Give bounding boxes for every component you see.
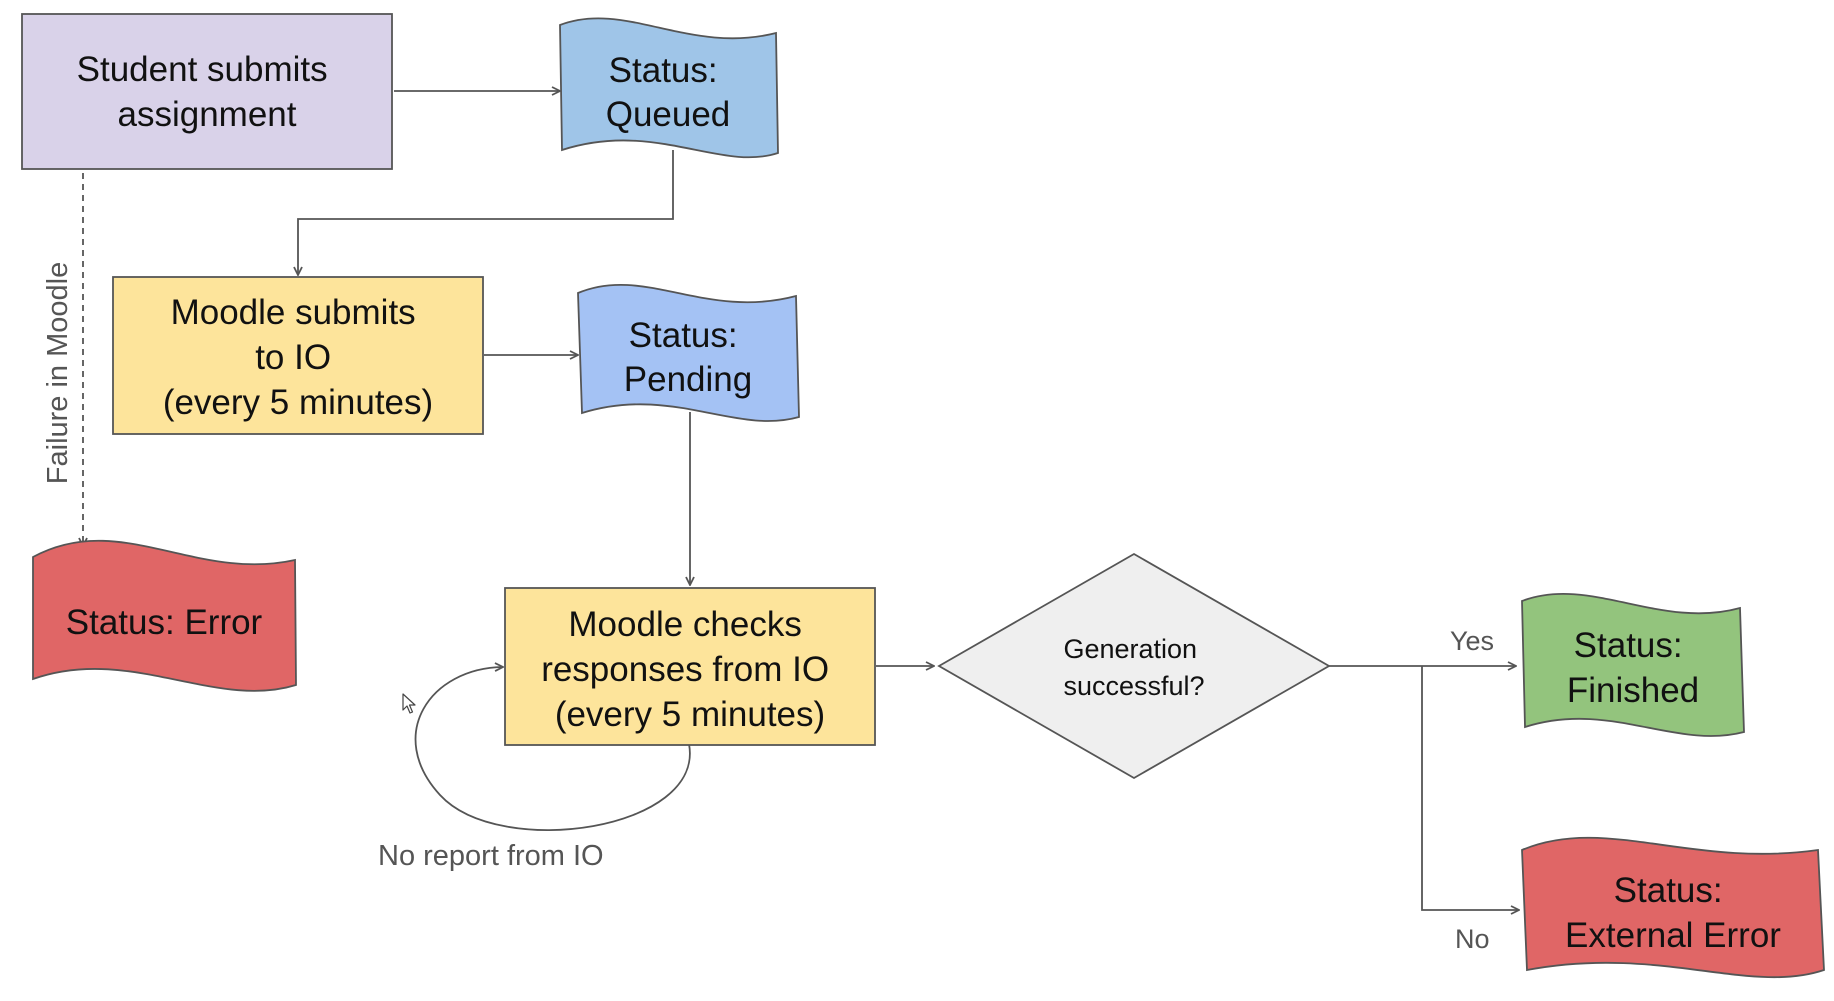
svg-text:Student submits assignme: Student submits assignment [77, 50, 338, 134]
edge-label-yes: Yes [1450, 626, 1494, 656]
svg-text:Moodle checks responses: Moodle checks responses from IO (every 5… [541, 605, 839, 734]
svg-text:Status: Queued: Status: Queued [606, 51, 731, 134]
node-moodle-submits-line-1: Moodle submits [171, 293, 416, 332]
arrow-loop-no-report [414, 667, 691, 831]
node-generation-successful-line-1: Generation [1063, 634, 1197, 664]
connectors [83, 91, 1519, 910]
edge-label-no-report-from-io: No report from IO [378, 840, 604, 872]
svg-text:Status: External Error: Status: External Error [1565, 871, 1781, 955]
node-status-external-error-line-2: External Error [1565, 916, 1781, 955]
mouse-pointer-icon [402, 693, 416, 714]
svg-text:Status: Error: Status: Error [66, 603, 263, 642]
node-status-pending: Status: Pending [577, 284, 800, 422]
node-student-submits: Student submits assignment [21, 13, 393, 170]
node-status-queued: Status: Queued [559, 17, 779, 159]
node-status-pending-line-2: Pending [624, 360, 752, 399]
node-generation-successful-line-2: successful? [1063, 671, 1204, 701]
node-status-queued-line-2: Queued [606, 95, 731, 134]
svg-text:Moodle submits to IO: Moodle submits to IO (every 5 minutes) [163, 293, 433, 422]
node-status-external-error: Status: External Error [1521, 836, 1825, 979]
node-moodle-checks-line-2: responses from IO [541, 650, 829, 689]
svg-text:Generation successful?: Generation successful? [1063, 634, 1204, 701]
node-moodle-submits: Moodle submits to IO (every 5 minutes) [112, 276, 484, 435]
edge-label-no: No [1455, 924, 1490, 954]
arrow-queued-to-moodle-submits [298, 150, 674, 275]
node-moodle-submits-line-2: to IO [255, 338, 331, 377]
node-status-finished: Status: Finished [1521, 592, 1745, 737]
node-status-finished-line-2: Finished [1567, 671, 1699, 710]
edge-label-failure-in-moodle: Failure in Moodle [42, 262, 74, 484]
node-moodle-checks-line-3: (every 5 minutes) [555, 695, 825, 734]
node-status-error-line-1: Status: Error [66, 603, 263, 642]
node-moodle-checks: Moodle checks responses from IO (every 5… [504, 587, 876, 746]
arrow-decision-to-external-error [1421, 666, 1519, 910]
node-status-pending-line-1: Status: [629, 316, 738, 355]
node-student-submits-line-2: assignment [118, 95, 297, 134]
node-moodle-submits-line-3: (every 5 minutes) [163, 383, 433, 422]
svg-text:Status: Finished: Status: Finished [1567, 626, 1699, 710]
node-status-finished-line-1: Status: [1574, 626, 1683, 665]
node-student-submits-line-1: Student submits [77, 50, 328, 89]
node-moodle-checks-line-1: Moodle checks [568, 605, 801, 644]
node-generation-successful: Generation successful? [937, 552, 1331, 780]
node-status-error: Status: Error [32, 539, 297, 692]
node-status-queued-line-1: Status: [609, 51, 718, 90]
node-status-external-error-line-1: Status: [1614, 871, 1723, 910]
svg-text:Status: Pending: Status: Pending [624, 316, 752, 399]
